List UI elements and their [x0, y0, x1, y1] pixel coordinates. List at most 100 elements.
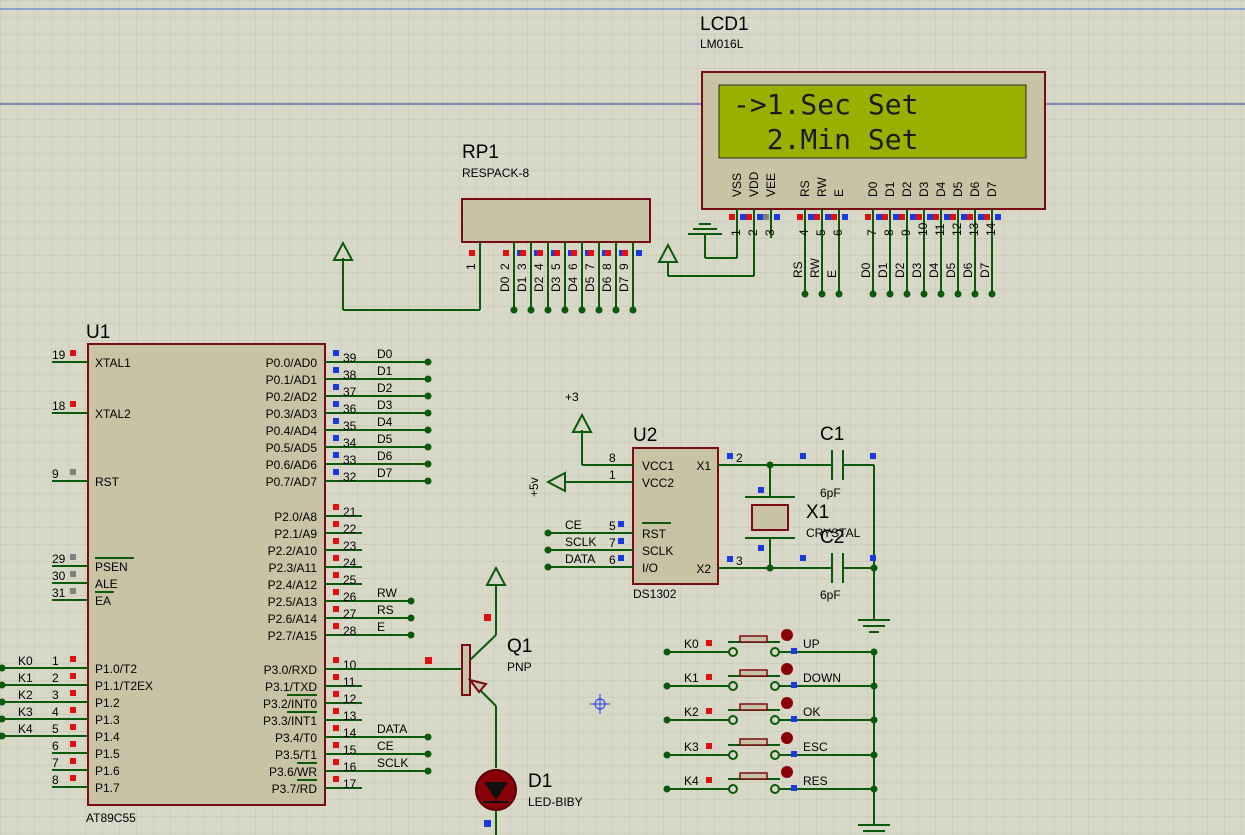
- rp1-pin-number: 3: [515, 263, 529, 270]
- lcd-pin-name: VSS: [730, 173, 744, 197]
- pin-marker: [758, 487, 764, 493]
- u1-pin-number: 32: [343, 470, 357, 484]
- pin-marker: [842, 214, 848, 220]
- lcd-net-label: RS: [791, 261, 805, 278]
- u1-pin-name: XTAL1: [95, 356, 131, 370]
- u1-pin-number: 34: [343, 436, 357, 450]
- lcd-pin-number: 14: [984, 222, 998, 236]
- lcd-pin-name: RW: [815, 177, 829, 197]
- lcd-pin-number: 6: [831, 229, 845, 236]
- wire-terminal: [561, 306, 569, 314]
- key-indicator: [781, 732, 793, 744]
- key-button[interactable]: [739, 669, 768, 677]
- key-button[interactable]: [739, 772, 768, 780]
- u1-pin-name: ALE: [95, 577, 118, 591]
- u1-pin-name: P2.2/A10: [268, 544, 318, 558]
- wire-terminal: [510, 306, 518, 314]
- pin-marker: [800, 555, 806, 561]
- pin-marker: [333, 708, 339, 714]
- u1-pin-name: P0.5/AD5: [266, 441, 318, 455]
- pin-marker: [70, 758, 76, 764]
- q1-component[interactable]: [345, 565, 507, 768]
- u2-net-label: DATA: [565, 552, 595, 566]
- pin-marker: [333, 742, 339, 748]
- lcd-net-label: D0: [859, 262, 873, 278]
- pin-marker: [333, 555, 339, 561]
- pin-marker: [70, 673, 76, 679]
- pin-marker: [333, 435, 339, 441]
- lcd-pin-number: 4: [797, 229, 811, 236]
- u1-pin-number: 26: [343, 590, 357, 604]
- power-arrow-lcd: [657, 238, 755, 277]
- u1-net-label: E: [377, 620, 385, 634]
- power-3v: [571, 412, 604, 466]
- u1-pin-number: 3: [52, 688, 59, 702]
- u2-pin-name: X1: [696, 459, 711, 473]
- junction: [766, 461, 774, 469]
- pin-marker: [950, 214, 956, 220]
- key-indicator: [781, 766, 793, 778]
- wire-terminal: [527, 306, 535, 314]
- pin-marker: [333, 452, 339, 458]
- wire-terminal: [0, 681, 6, 689]
- lcd1-component[interactable]: ->1.Sec Set 2.Min Set LCD1 LM016L VSS1VD…: [700, 14, 1046, 298]
- u2-component[interactable]: U2 DS1302 8VCC11VCC25RST7SCLK6I/O2X13X2C…: [527, 390, 743, 601]
- pin-marker: [774, 214, 780, 220]
- pin-marker: [791, 785, 797, 791]
- lcd-net-label: D4: [927, 262, 941, 278]
- d1-component[interactable]: [475, 769, 517, 835]
- u1-component[interactable]: U1 AT89C55 19XTAL118XTAL29RST29PSEN30ALE…: [0, 322, 432, 825]
- ground-lcd: [688, 223, 738, 259]
- pin-marker: [814, 214, 820, 220]
- u1-pin-number: 35: [343, 419, 357, 433]
- rp1-pin-number: 8: [600, 263, 614, 270]
- wire-terminal: [424, 460, 432, 468]
- u1-pin-name: P2.1/A9: [274, 527, 317, 541]
- power-3v-label: +3: [565, 390, 579, 404]
- key-button[interactable]: [739, 635, 768, 643]
- u1-net-label: D5: [377, 432, 393, 446]
- wire-terminal: [424, 477, 432, 485]
- u1-pin-number: 14: [343, 726, 357, 740]
- pin-marker: [469, 250, 475, 256]
- c2-component[interactable]: [740, 553, 874, 583]
- pin-marker: [333, 572, 339, 578]
- u1-pin-name: P3.1/TXD: [265, 680, 317, 694]
- x1-component[interactable]: [745, 465, 795, 568]
- u1-pin-number: 4: [52, 705, 59, 719]
- wire-terminal: [0, 698, 6, 706]
- u1-pin-number: 18: [52, 399, 66, 413]
- u1-pin-name: P1.3: [95, 713, 120, 727]
- pin-marker: [333, 521, 339, 527]
- c1-component[interactable]: [740, 450, 874, 480]
- lcd-pin-name: D6: [968, 181, 982, 197]
- u1-key-net-label: K4: [18, 722, 33, 736]
- u2-pin-number: 2: [736, 451, 743, 465]
- pin-marker: [961, 214, 967, 220]
- u1-pin-name: P2.5/A13: [268, 595, 318, 609]
- u1-net-label: D2: [377, 381, 393, 395]
- pin-marker: [984, 214, 990, 220]
- wire-terminal: [663, 716, 671, 724]
- lcd1-line2: 2.Min Set: [733, 123, 918, 156]
- u1-net-label: D6: [377, 449, 393, 463]
- lcd1-line1: ->1.Sec Set: [733, 88, 918, 121]
- wire-terminal: [424, 750, 432, 758]
- u1-pin-name: RST: [95, 475, 120, 489]
- pin-marker: [333, 401, 339, 407]
- u1-net-label: D7: [377, 466, 393, 480]
- pin-marker: [571, 250, 577, 256]
- key-button[interactable]: [739, 703, 768, 711]
- lcd-net-label: RW: [808, 258, 822, 278]
- u1-pin-number: 33: [343, 453, 357, 467]
- wire-terminal: [407, 631, 415, 639]
- u1-net-label: RW: [377, 586, 397, 600]
- pin-marker: [333, 418, 339, 424]
- key-button[interactable]: [739, 738, 768, 746]
- u1-pin-name: P2.4/A12: [268, 578, 318, 592]
- power-5v: [545, 471, 604, 493]
- rp1-net-label: D3: [549, 276, 563, 292]
